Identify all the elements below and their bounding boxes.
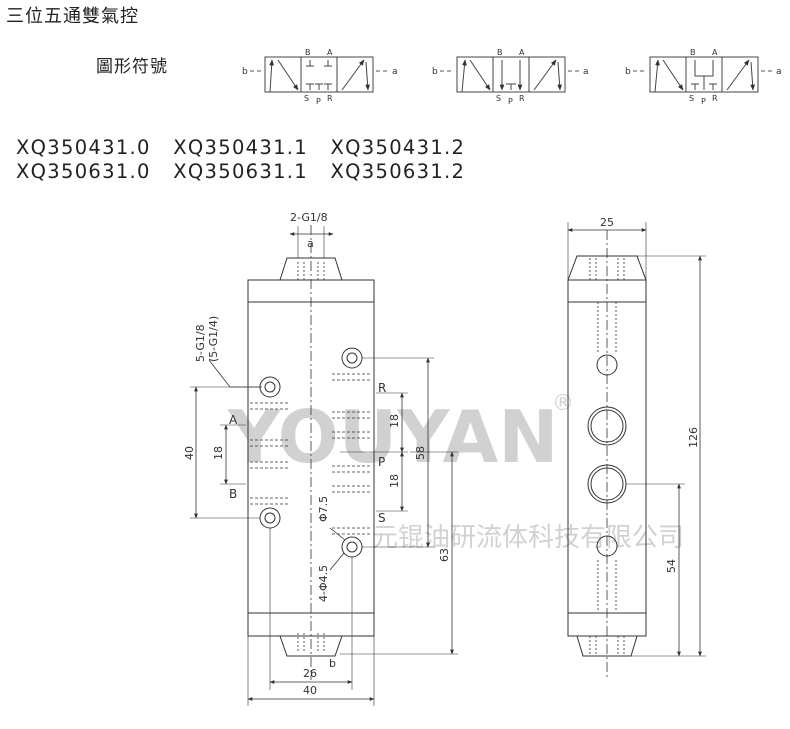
svg-text:R: R bbox=[712, 94, 718, 103]
svg-text:S: S bbox=[304, 94, 309, 103]
symbol1-a-label: a bbox=[392, 67, 398, 77]
svg-text:B: B bbox=[305, 48, 311, 57]
dim-126: 126 bbox=[687, 427, 700, 448]
svg-text:a: a bbox=[776, 67, 782, 77]
dim-25: 25 bbox=[600, 216, 614, 229]
watermark-brand: YOUYAN bbox=[227, 395, 558, 479]
svg-text:P: P bbox=[316, 97, 321, 106]
work-ports-dim-alt: (5-G1/4) bbox=[207, 316, 220, 362]
port-A-label: A bbox=[229, 413, 238, 427]
model-list: XQ350431.0 XQ350431.1 XQ350431.2 XQ35063… bbox=[16, 136, 465, 184]
svg-text:a: a bbox=[583, 67, 589, 77]
svg-text:S: S bbox=[496, 94, 501, 103]
svg-text:S: S bbox=[689, 94, 694, 103]
svg-text:P: P bbox=[701, 97, 706, 106]
svg-text:A: A bbox=[712, 48, 718, 57]
side-view bbox=[567, 222, 706, 680]
watermark-company: 元锟油研流体科技有限公司 bbox=[372, 523, 684, 553]
svg-text:A: A bbox=[519, 48, 525, 57]
dim-58: 58 bbox=[414, 446, 427, 460]
port-B-label: B bbox=[229, 487, 237, 501]
svg-text:R: R bbox=[327, 94, 333, 103]
svg-text:b: b bbox=[432, 67, 438, 77]
svg-text:B: B bbox=[497, 48, 503, 57]
symbol1-b-label: b bbox=[242, 67, 248, 77]
work-ports-dim: 5-G1/8 bbox=[194, 324, 207, 362]
front-view bbox=[190, 225, 458, 706]
svg-text:P: P bbox=[508, 97, 513, 106]
pilot-port-dim: 2-G1/8 bbox=[290, 211, 328, 224]
port-P-label: P bbox=[378, 455, 385, 469]
pilot-a-label: a bbox=[307, 237, 314, 250]
svg-text:B: B bbox=[690, 48, 696, 57]
port-R-label: R bbox=[378, 381, 386, 395]
watermark-registered: ® bbox=[552, 391, 574, 416]
watermark: YOUYAN ® 元锟油研流体科技有限公司 bbox=[227, 391, 684, 553]
model-row-1: XQ350431.0 XQ350431.1 XQ350431.2 bbox=[16, 136, 466, 159]
svg-text:R: R bbox=[519, 94, 525, 103]
svg-text:A: A bbox=[327, 48, 333, 57]
dim-26: 26 bbox=[303, 667, 317, 680]
symbol-label: 圖形符號 bbox=[96, 57, 168, 77]
port-S-label: S bbox=[378, 511, 386, 525]
dim-18-left: 18 bbox=[212, 446, 225, 460]
model-row-2: XQ350631.0 XQ350631.1 XQ350631.2 bbox=[16, 160, 466, 183]
pilot-b-label: b bbox=[329, 657, 336, 670]
dim-40-bottom: 40 bbox=[303, 684, 317, 697]
dim-mount-holes: 4-Φ4.5 bbox=[317, 565, 330, 602]
dim-18-upper: 18 bbox=[388, 414, 401, 428]
dim-54: 54 bbox=[665, 559, 678, 573]
dim-phi-7-5: Φ7.5 bbox=[317, 496, 330, 522]
svg-text:b: b bbox=[625, 67, 631, 77]
dim-63: 63 bbox=[438, 548, 451, 562]
dim-40-left: 40 bbox=[183, 446, 196, 460]
dim-18-lower: 18 bbox=[388, 474, 401, 488]
page-title: 三位五通雙氣控 bbox=[6, 6, 139, 27]
